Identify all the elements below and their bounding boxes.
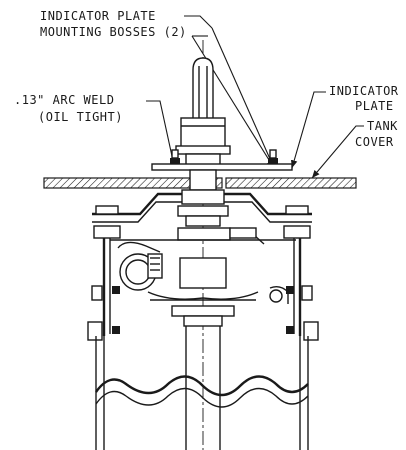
- weld-label-line2: (OIL TIGHT): [38, 110, 123, 124]
- indicator-plate: [151, 149, 293, 171]
- tank-cover-label-line2: COVER: [355, 135, 394, 149]
- indicator-plate-label-line1: INDICATOR: [329, 84, 399, 98]
- indicator-plate-label-line2: PLATE: [355, 99, 394, 113]
- lower-mechanism: [147, 257, 289, 327]
- bosses-leader-top: [184, 15, 213, 29]
- bosses-label-line2: MOUNTING BOSSES (2): [40, 25, 187, 39]
- lower-tube: [95, 326, 309, 450]
- switch-coil: [117, 241, 163, 291]
- tank-cover-label-line1: TANK: [367, 119, 398, 133]
- shaft-coupling: [177, 189, 265, 245]
- bosses-leader-join: [211, 27, 275, 169]
- indicator-plate-leader: [290, 91, 326, 169]
- bosses-label-line1: INDICATOR PLATE: [40, 9, 156, 23]
- tank-cover: [43, 169, 357, 191]
- pointer-hub: [175, 117, 231, 167]
- tank-cover-leader: [311, 125, 364, 179]
- weld-leader: [146, 100, 177, 171]
- side-frame: [102, 238, 302, 336]
- weld-label-line1: .13" ARC WELD: [14, 93, 114, 107]
- fasteners: [87, 285, 319, 341]
